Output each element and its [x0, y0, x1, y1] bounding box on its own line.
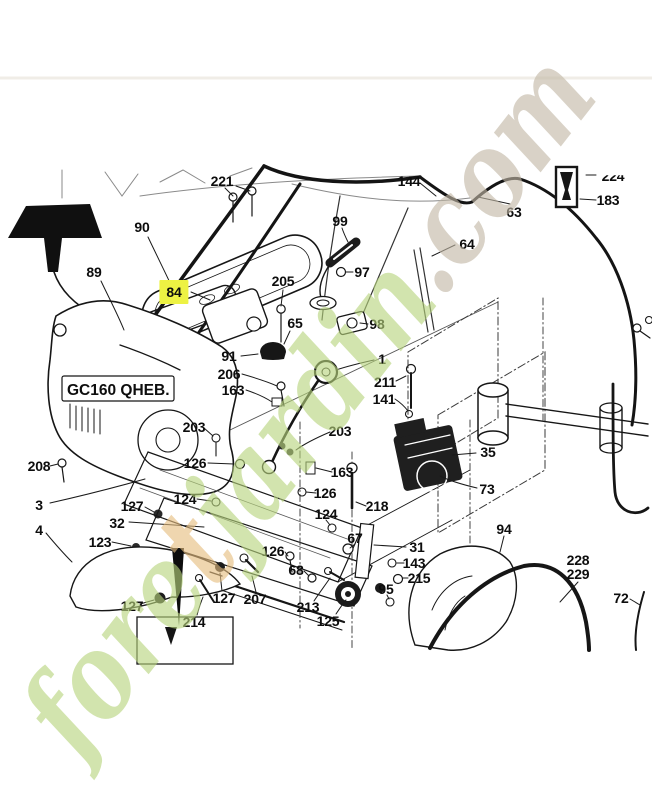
part-label-31[interactable]: 31 — [409, 539, 425, 555]
part-label-211[interactable]: 211 — [374, 374, 396, 390]
carburetor — [393, 418, 463, 492]
engine-model-text: GC160 QHEB. — [67, 382, 170, 399]
deflector-183 — [554, 165, 579, 209]
part-label-163[interactable]: 163 — [330, 464, 354, 480]
part-label-208[interactable]: 208 — [27, 458, 51, 474]
part-label-35[interactable]: 35 — [480, 444, 496, 460]
part-label-124[interactable]: 124 — [314, 506, 338, 522]
part-label-73[interactable]: 73 — [479, 481, 495, 497]
part-label-67[interactable]: 67 — [347, 530, 363, 546]
part-label-91[interactable]: 91 — [221, 348, 237, 364]
part-label-141[interactable]: 141 — [372, 391, 396, 407]
bottom-hardware — [154, 461, 404, 607]
part-label-68[interactable]: 68 — [288, 562, 304, 578]
part-label-126[interactable]: 126 — [313, 485, 337, 501]
belt-cover — [408, 545, 645, 652]
handle-grip-silhouette — [8, 204, 102, 272]
part-label-63[interactable]: 63 — [506, 204, 522, 220]
part-label-206[interactable]: 206 — [217, 366, 241, 382]
bolts-221 — [228, 186, 257, 223]
part-label-205[interactable]: 205 — [271, 273, 295, 289]
part-label-3[interactable]: 3 — [35, 497, 43, 513]
part-label-229[interactable]: 229 — [566, 566, 590, 582]
part-label-94[interactable]: 94 — [496, 521, 512, 537]
fender-shield — [69, 546, 242, 665]
part-label-126[interactable]: 126 — [183, 455, 207, 471]
part-label-228[interactable]: 228 — [566, 552, 590, 568]
part-label-183[interactable]: 183 — [596, 192, 620, 208]
part-label-65[interactable]: 65 — [287, 315, 303, 331]
part-label-218[interactable]: 218 — [365, 498, 389, 514]
part-label-215[interactable]: 215 — [407, 570, 431, 586]
handlebar-tubes — [146, 164, 638, 427]
part-label-95[interactable]: 95 — [378, 581, 394, 597]
part-label-84[interactable]: 84 — [159, 280, 189, 304]
part-label-4[interactable]: 4 — [35, 522, 43, 538]
part-label-144[interactable]: 144 — [397, 173, 421, 189]
part-label-163[interactable]: 163 — [221, 382, 245, 398]
part-label-207[interactable]: 207 — [243, 591, 267, 607]
handlebar-thin-lines — [61, 167, 471, 202]
right-assembly — [407, 297, 652, 534]
part-label-213[interactable]: 213 — [296, 599, 320, 615]
part-label-124[interactable]: 124 — [173, 491, 197, 507]
part-label-1[interactable]: 1 — [378, 351, 386, 367]
engine-model-plate — [61, 375, 175, 402]
part-label-221[interactable]: 221 — [210, 173, 234, 189]
part-label-203[interactable]: 203 — [182, 419, 206, 435]
leader-lines — [45, 174, 641, 616]
part-label-99[interactable]: 99 — [332, 213, 348, 229]
part-label-98[interactable]: 98 — [369, 316, 385, 332]
part-label-64[interactable]: 64 — [459, 236, 475, 252]
part-label-203[interactable]: 203 — [328, 423, 352, 439]
part-label-224[interactable]: 224 — [601, 168, 625, 184]
part-label-125[interactable]: 125 — [316, 613, 340, 629]
part-label-127[interactable]: 127 — [120, 498, 144, 514]
part-label-32[interactable]: 32 — [109, 515, 125, 531]
part-label-126[interactable]: 126 — [261, 543, 285, 559]
part-label-97[interactable]: 97 — [354, 264, 370, 280]
part-label-123[interactable]: 123 — [88, 534, 112, 550]
part-label-143[interactable]: 143 — [402, 555, 426, 571]
part-label-89[interactable]: 89 — [86, 264, 102, 280]
part-label-90[interactable]: 90 — [134, 219, 150, 235]
part-label-214[interactable]: 214 — [182, 614, 206, 630]
engine-block — [47, 299, 239, 496]
part-label-127[interactable]: 127 — [212, 590, 236, 606]
small-parts-mid — [57, 237, 417, 551]
part-label-127[interactable]: 127 — [120, 598, 144, 614]
part-84-assembly — [201, 288, 269, 344]
part-label-72[interactable]: 72 — [613, 590, 629, 606]
